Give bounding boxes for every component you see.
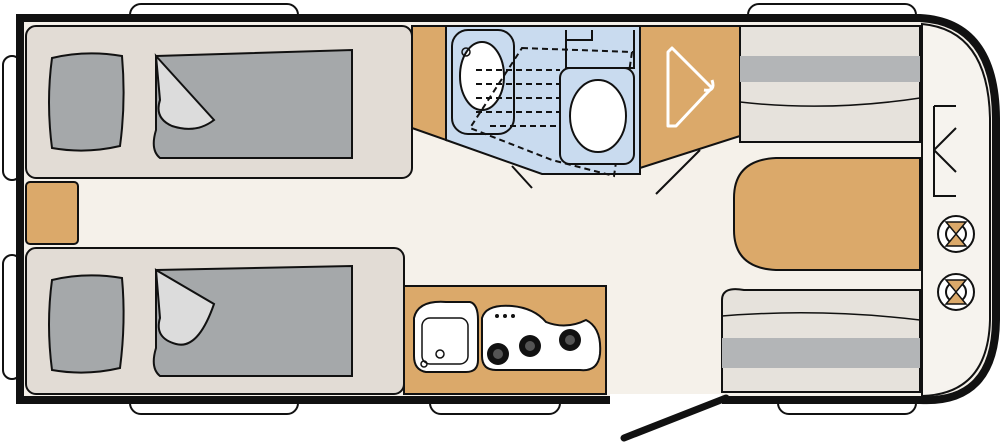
- hanger-icon: [666, 46, 715, 128]
- bed-bottom: [25, 247, 405, 395]
- front-panel: [921, 22, 991, 398]
- toilet-icon: [559, 30, 635, 165]
- blanket-icon: [152, 264, 353, 377]
- front-seat-top: [739, 25, 921, 143]
- front-seat-bottom: [721, 288, 921, 393]
- sink-icon: [451, 29, 515, 135]
- bed-top: [25, 25, 413, 179]
- door-icon: [620, 394, 730, 442]
- rear-cabinet: [25, 181, 79, 245]
- stove-icon: [481, 304, 602, 372]
- pillow-icon: [48, 274, 125, 374]
- wheel-icon: [937, 273, 975, 311]
- wardrobe-left: [411, 25, 447, 142]
- sink-icon: [413, 300, 479, 373]
- bathroom: [445, 25, 641, 189]
- pillow-icon: [48, 52, 125, 152]
- front-table: [733, 157, 921, 271]
- wardrobe-right: [639, 25, 741, 195]
- wheel-icon: [937, 215, 975, 253]
- kitchen: [403, 285, 607, 395]
- blanket-icon: [152, 48, 353, 159]
- shower-icon: [468, 46, 634, 178]
- door-gap: [610, 394, 722, 404]
- front-markings: [933, 105, 957, 197]
